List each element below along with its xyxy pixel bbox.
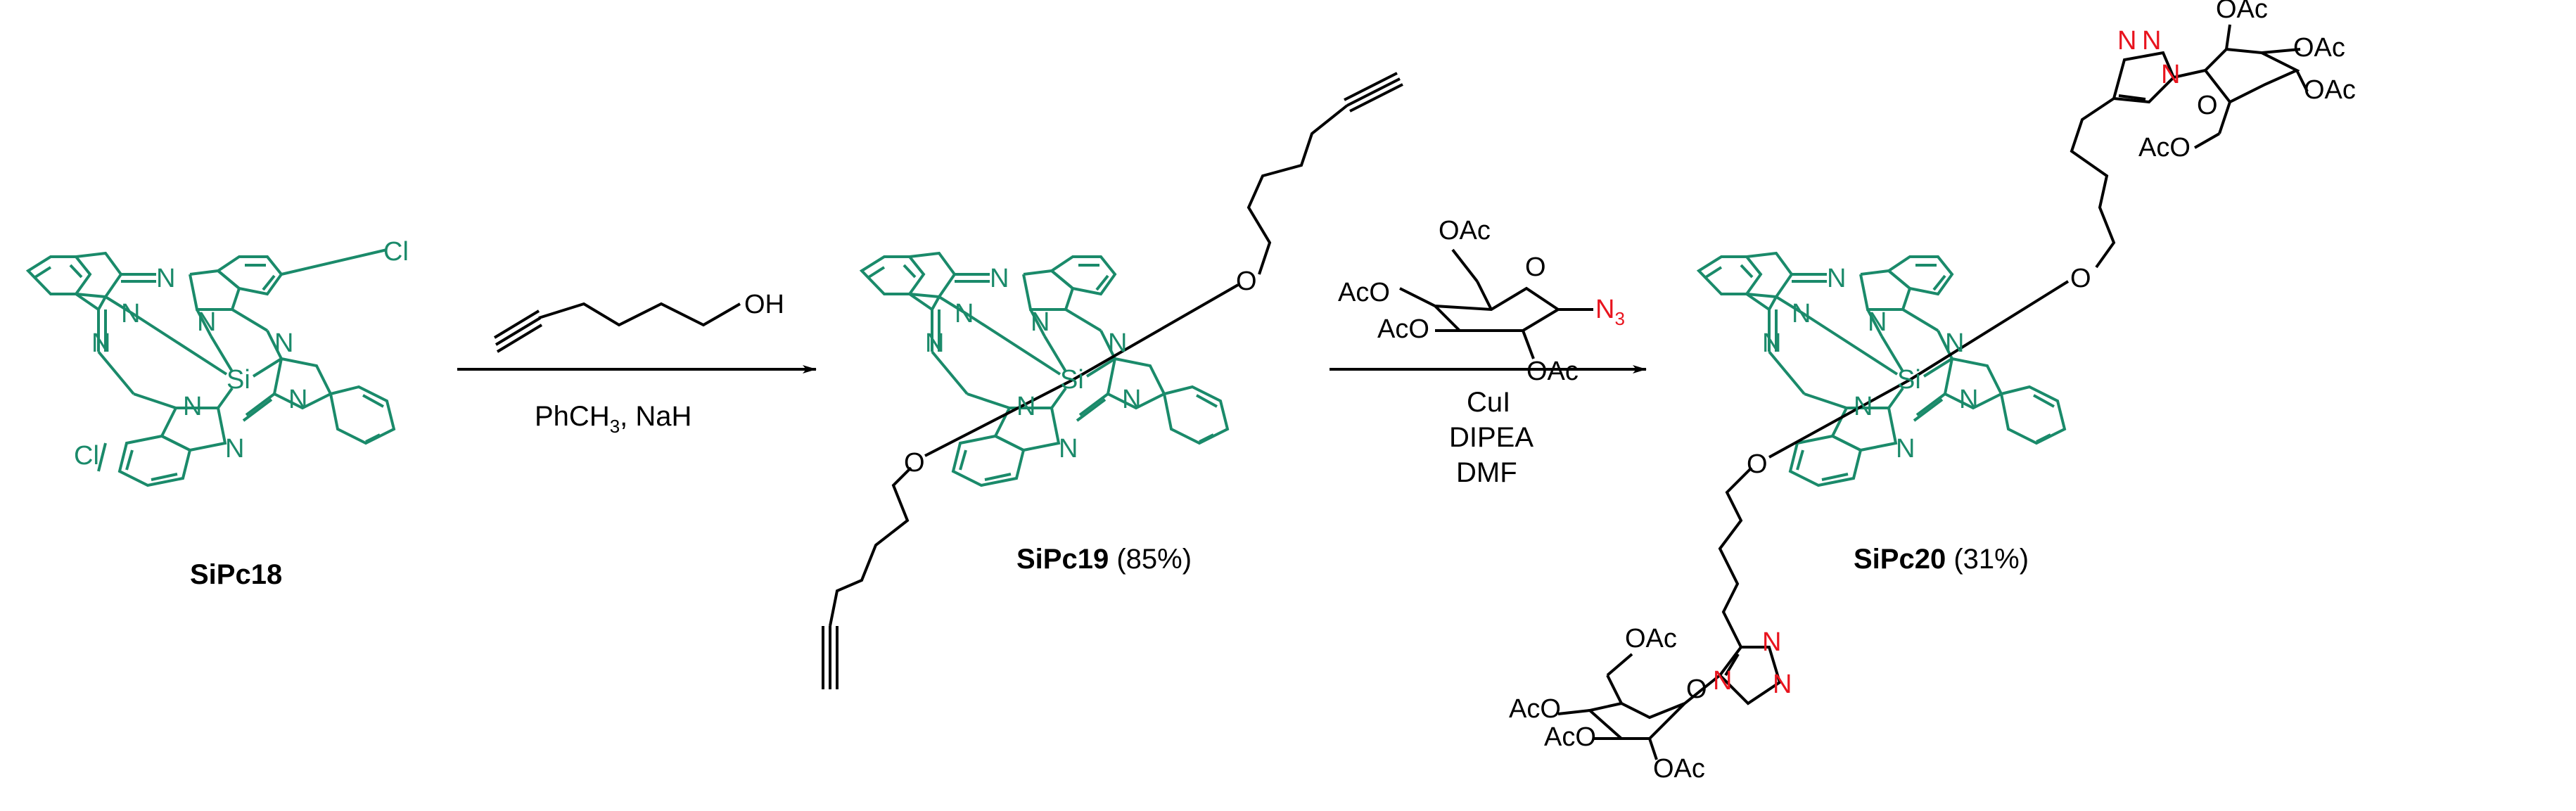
acetyl-label: AcO	[1509, 694, 1561, 724]
conditions-text: PhCH3, NaH	[535, 401, 691, 437]
o-atom-label: O	[2197, 91, 2218, 120]
compound-sipc20: N N N OAc OAc OAc O AcO N N N OAc O AcO …	[1509, 0, 2356, 784]
oac-label: OAc	[2216, 0, 2268, 24]
n-atom-label: N	[1108, 328, 1127, 358]
azide-label: N3	[1595, 295, 1625, 329]
oac-label: OAc	[1526, 357, 1579, 386]
n-atom-label: N	[1059, 434, 1078, 464]
compound-label: SiPc20 (31%)	[1854, 544, 2029, 575]
n-atom-label: N	[197, 307, 216, 337]
n-atom-label: N	[121, 299, 140, 328]
si-atom-label: Si	[1897, 365, 1921, 395]
triazole-n-label: N	[1773, 670, 1792, 699]
cl-atom-label: Cl	[74, 441, 99, 471]
o-atom-label: O	[1525, 253, 1546, 282]
acetyl-label: AcO	[2138, 133, 2191, 162]
compound-sipc19: O O Si N N N N N N N N	[822, 72, 1403, 689]
acetyl-label: AcO	[1377, 314, 1429, 344]
n-atom-label: N	[1762, 328, 1781, 358]
n-atom-label: N	[274, 328, 293, 358]
n-atom-label: N	[225, 434, 244, 464]
n-atom-label: N	[955, 299, 974, 328]
acetyl-label: AcO	[1338, 278, 1390, 307]
n-atom-label: N	[1868, 307, 1887, 337]
compound-sipc18: Si N N N N N N N N Cl Cl	[27, 237, 409, 487]
o-atom-label: O	[1686, 675, 1707, 704]
oh-label: OH	[744, 290, 784, 319]
oac-label: OAc	[2293, 33, 2345, 63]
n-atom-label: N	[156, 264, 175, 293]
triazole-n-label: N	[2142, 26, 2161, 56]
triazole-n-label: N	[1713, 666, 1732, 696]
o-atom-label: O	[1236, 267, 1257, 296]
o-atom-label: O	[1747, 449, 1768, 479]
reaction-arrow-1: OH PhCH3, NaH	[457, 290, 817, 437]
triazole-n-label: N	[2117, 26, 2136, 56]
si-atom-label: Si	[227, 365, 250, 395]
n-atom-label: N	[183, 392, 202, 421]
n-atom-label: N	[91, 328, 110, 358]
oac-label: OAc	[2304, 75, 2356, 105]
conditions-line-3: DMF	[1456, 457, 1517, 488]
n-atom-label: N	[1122, 385, 1141, 414]
cl-atom-label: Cl	[383, 237, 409, 267]
si-atom-label: Si	[1060, 365, 1084, 395]
triazole-n-label: N	[1762, 627, 1781, 657]
n-atom-label: N	[288, 385, 307, 414]
compound-label: SiPc19 (85%)	[1016, 544, 1192, 575]
conditions-line-2: DIPEA	[1449, 422, 1534, 453]
oac-label: OAc	[1439, 216, 1491, 245]
n-atom-label: N	[1896, 434, 1915, 464]
n-atom-label: N	[1016, 392, 1035, 421]
o-atom-label: O	[904, 448, 925, 478]
n-atom-label: N	[1945, 328, 1964, 358]
n-atom-label: N	[1792, 299, 1811, 328]
o-atom-label: O	[2070, 264, 2091, 293]
conditions-line-1: CuI	[1467, 387, 1510, 418]
compound-label: SiPc18	[190, 559, 282, 590]
oac-label: OAc	[1625, 624, 1677, 653]
n-atom-label: N	[1827, 264, 1846, 293]
n-atom-label: N	[990, 264, 1009, 293]
reaction-arrow-2: OAc O AcO AcO OAc N3 CuI DIPEA DMF	[1330, 216, 1647, 488]
n-atom-label: N	[925, 328, 944, 358]
n-atom-label: N	[1854, 392, 1873, 421]
triazole-n-label: N	[2161, 60, 2180, 89]
oac-label: OAc	[1653, 754, 1705, 784]
n-atom-label: N	[1959, 385, 1978, 414]
acetyl-label: AcO	[1544, 722, 1596, 752]
n-atom-label: N	[1031, 307, 1050, 337]
